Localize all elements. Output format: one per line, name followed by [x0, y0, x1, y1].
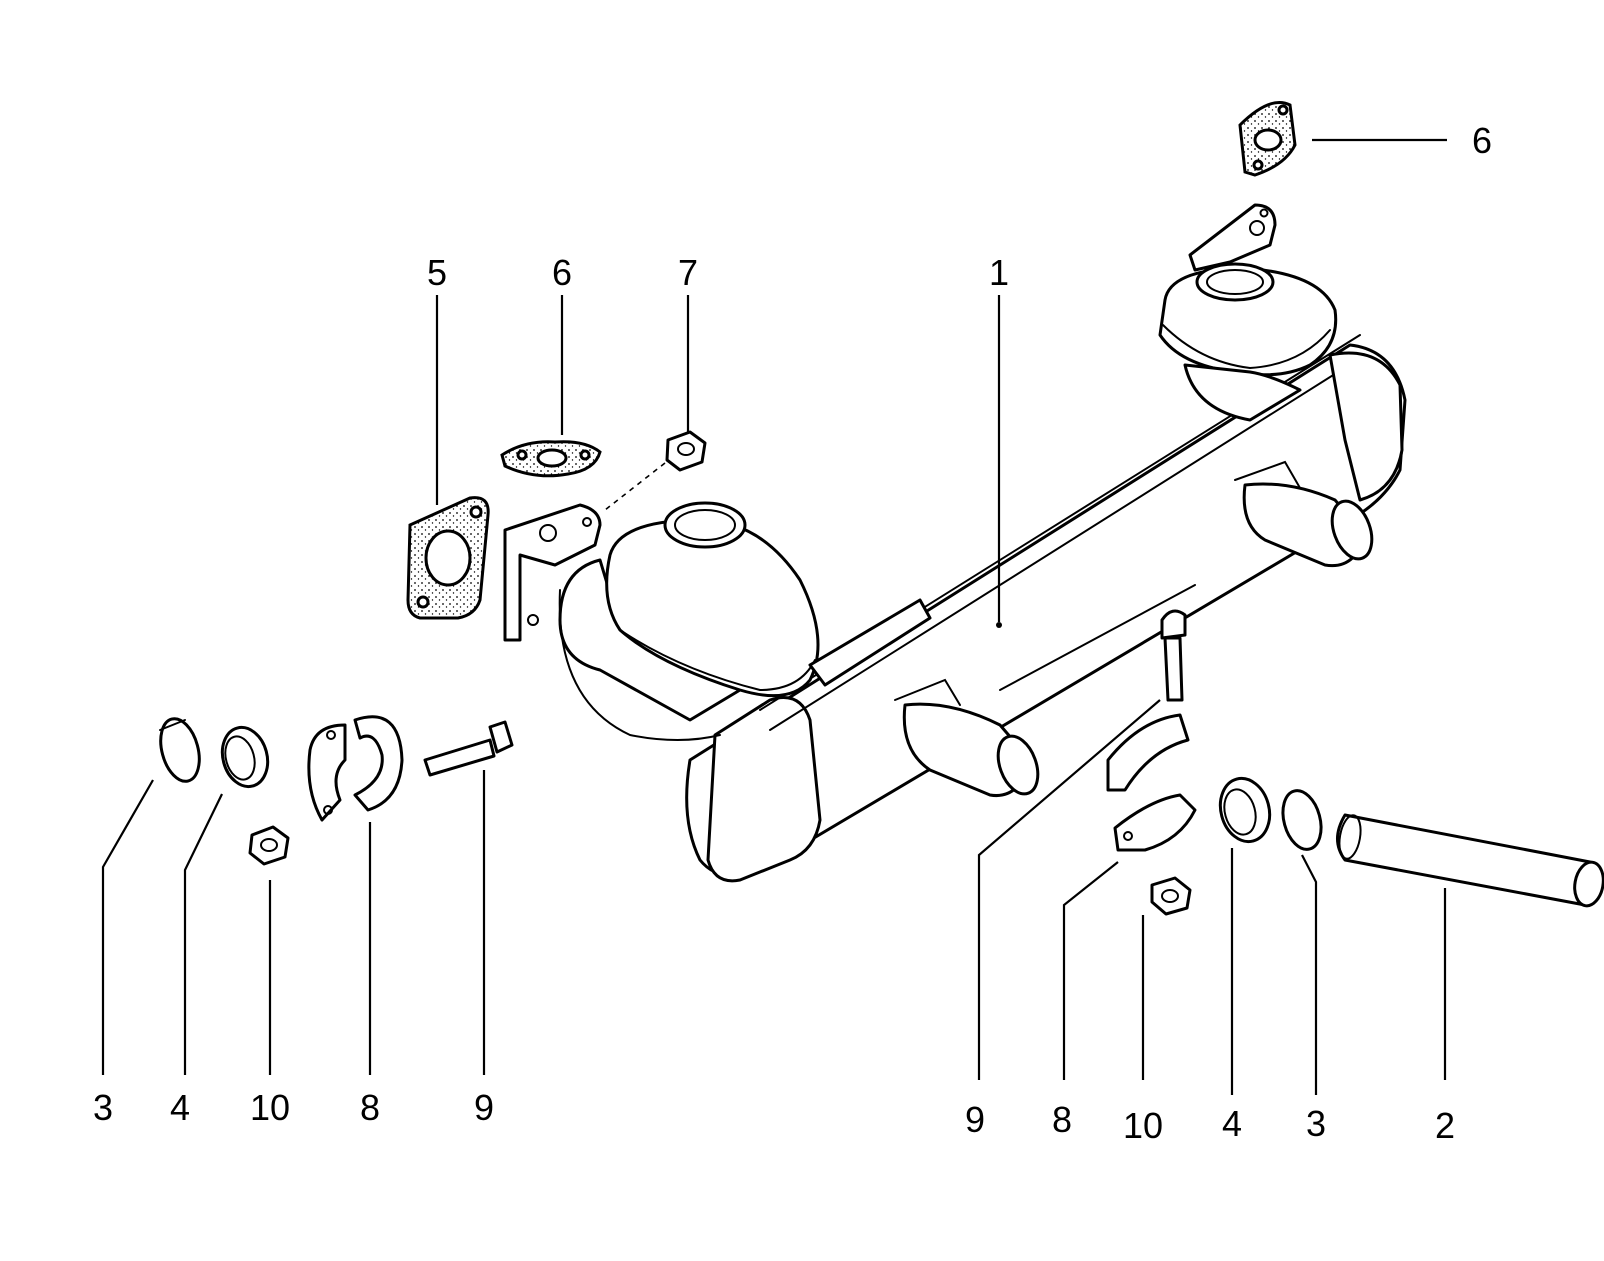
right-riser-pipe	[1183, 363, 1302, 422]
right-mounting-flange	[1188, 203, 1277, 272]
callout-3-right: 3	[1306, 1103, 1326, 1144]
tailpipe-heatshield-left	[894, 678, 961, 706]
callout-6-left: 6	[552, 252, 572, 293]
seal-ring-3-right	[1281, 789, 1323, 851]
muffler-assembly	[503, 203, 1407, 883]
left-tailpipe-opening	[996, 734, 1040, 796]
callout-6-right: 6	[1472, 120, 1492, 161]
leader-4-left	[183, 793, 223, 1075]
clamp-8-left	[307, 715, 404, 822]
callout-3-left: 3	[93, 1087, 113, 1128]
leader-9-right	[977, 699, 1161, 1080]
callout-8-left: 8	[360, 1087, 380, 1128]
clamp-ring-4-right	[1218, 776, 1272, 844]
left-connector-pipe	[808, 598, 932, 687]
clamp-8-right-upper	[1106, 713, 1190, 792]
clamp-8-right-lower	[1113, 793, 1197, 852]
bolt-9-left	[423, 720, 514, 777]
callout-10-right: 10	[1123, 1105, 1163, 1146]
hex-nut-7	[665, 430, 707, 472]
flange-hole	[539, 524, 557, 542]
hex-nut-10-left	[248, 825, 290, 866]
callout-9-left: 9	[474, 1087, 494, 1128]
seal-ring-3-left	[159, 717, 201, 783]
bolt-9-right	[1160, 609, 1187, 702]
left-elbow-bead	[619, 629, 816, 692]
right-flange-hole-small	[1259, 208, 1269, 218]
callout-1: 1	[989, 252, 1009, 293]
callout-7: 7	[678, 252, 698, 293]
assembly-guide-line	[604, 462, 666, 511]
tailpipe-heatshield-right	[1234, 460, 1301, 489]
callout-5: 5	[427, 252, 447, 293]
callout-4-left: 4	[170, 1087, 190, 1128]
leader-3-right	[1301, 854, 1318, 1095]
left-inlet-port-inner	[674, 509, 736, 541]
right-inlet-port-inner	[1206, 269, 1264, 295]
right-flange-hole	[1249, 220, 1265, 236]
gasket-small-left	[500, 440, 602, 478]
leader-lines	[101, 138, 1447, 1095]
flange-hole-small	[582, 517, 592, 527]
leader-8-right	[1062, 861, 1119, 1080]
part1-reference-dot	[996, 622, 1002, 628]
gasket-large	[406, 496, 490, 620]
tailpipe-2	[1336, 813, 1604, 908]
muffler-end-cap	[706, 696, 822, 883]
hex-nut-10-right	[1150, 876, 1192, 916]
left-preheat-tube	[558, 589, 721, 741]
clamp-ring-4-left	[220, 725, 270, 789]
muffler-seam-line-lower	[769, 354, 1366, 731]
callout-9-right: 9	[965, 1099, 985, 1140]
muffler-bottom-line	[999, 584, 1196, 691]
callout-10-left: 10	[250, 1087, 290, 1128]
gasket-small-right	[1238, 101, 1297, 177]
leader-3-left	[101, 779, 154, 1075]
callout-8-right: 8	[1052, 1099, 1072, 1140]
right-elbow-bead	[1162, 324, 1331, 370]
right-tailpipe-opening	[1330, 499, 1374, 561]
left-mounting-flange	[503, 503, 602, 642]
muffler-rear-end	[1328, 351, 1404, 502]
callout-4-right: 4	[1222, 1103, 1242, 1144]
callout-labels: 1 2 3 3 4 4 5 6 6 7 8 8 9 9 10 10	[93, 120, 1492, 1146]
bracket-hole	[527, 614, 539, 626]
callout-2: 2	[1435, 1105, 1455, 1146]
